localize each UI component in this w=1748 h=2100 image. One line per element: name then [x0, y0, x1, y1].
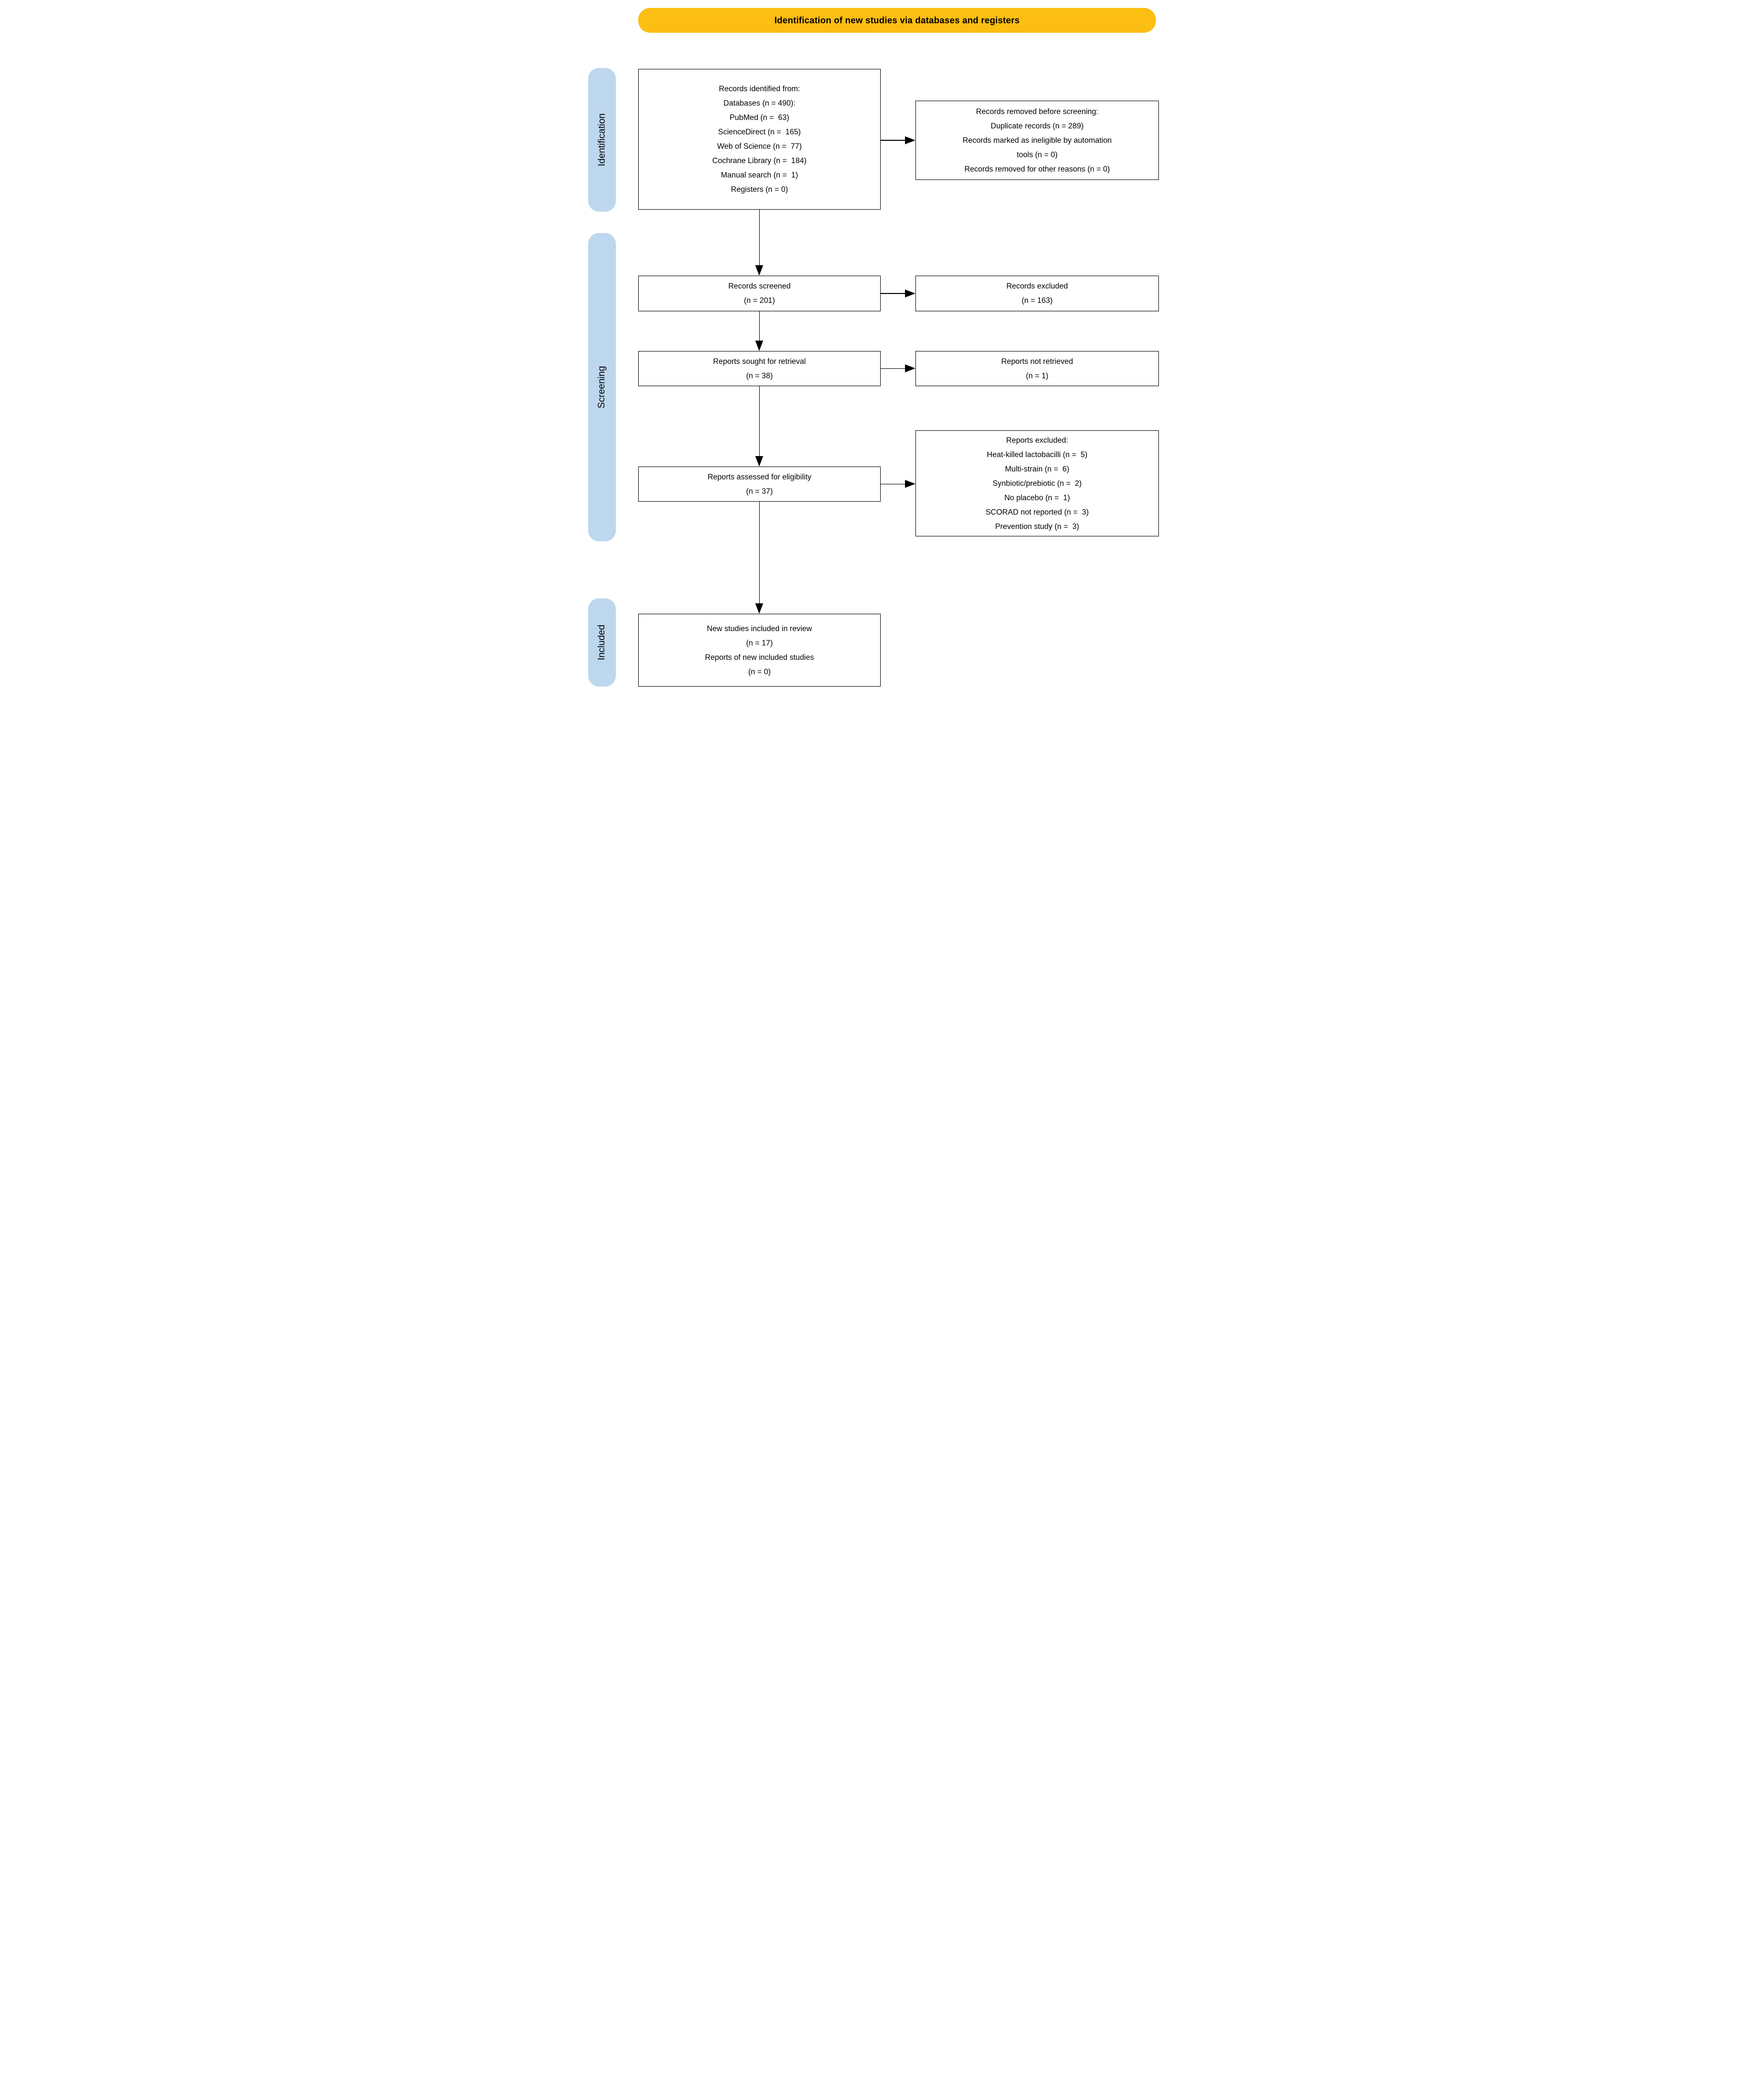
text-line: Records identified from: [719, 85, 800, 93]
text-line: Heat-killed lactobacilli (n = 5) [987, 450, 1087, 459]
arrow-sought-to-assessed-line [759, 386, 760, 457]
text-line: Databases (n = 490): [723, 99, 796, 108]
text-line: Records screened [728, 282, 791, 291]
text-line: tools (n = 0) [1017, 150, 1058, 159]
arrow-sought-to-not-retrieved-line [881, 368, 906, 369]
records-removed-box: Records removed before screening: Duplica… [915, 101, 1159, 180]
text-line: Prevention study (n = 3) [995, 522, 1080, 531]
text-line: (n = 201) [744, 296, 775, 305]
reports-excluded-box: Reports excluded: Heat-killed lactobacill… [915, 430, 1159, 536]
text-line: PubMed (n = 63) [729, 114, 789, 122]
text-line: SCORAD not reported (n = 3) [985, 508, 1089, 517]
stage-label-included: Included [597, 625, 607, 660]
text-line: (n = 0) [748, 667, 771, 676]
stage-pill-identification: Identification [588, 68, 616, 212]
text-line: Web of Science (n = 77) [717, 142, 802, 151]
arrow-sought-to-assessed-head [755, 456, 763, 467]
text-line: Records removed before screening: [976, 107, 1098, 116]
text-line: Manual search (n = 1) [721, 171, 798, 179]
stage-pill-included: Included [588, 598, 616, 687]
arrow-identified-to-screened-head [755, 265, 763, 276]
text-line: Reports excluded: [1006, 436, 1068, 445]
text-line: Duplicate records (n = 289) [990, 121, 1084, 130]
stage-label-identification: Identification [597, 113, 607, 167]
text-line: (n = 1) [1025, 371, 1049, 380]
arrow-assessed-to-reports-excluded-head [905, 480, 915, 488]
text-line: New studies included in review [707, 624, 812, 633]
stage-label-screening: Screening [597, 366, 607, 408]
text-line: ScienceDirect (n = 165) [718, 128, 801, 136]
arrow-assessed-to-included-line [759, 502, 760, 604]
records-identified-box: Records identified from: Databases (n = 4… [638, 69, 881, 210]
text-line: Records marked as ineligible by automati… [963, 136, 1112, 145]
arrow-identified-to-removed-head [905, 136, 915, 144]
arrow-assessed-to-reports-excluded-line [881, 483, 906, 485]
text-line: Reports sought for retrieval [713, 357, 806, 366]
records-excluded-box: Records excluded (n = 163) [915, 276, 1159, 311]
arrow-sought-to-not-retrieved-head [905, 364, 915, 372]
text-line: Records excluded [1006, 282, 1068, 291]
text-line: (n = 38) [746, 371, 773, 380]
text-line: Multi-strain (n = 6) [1005, 465, 1070, 473]
text-line: (n = 163) [1022, 296, 1053, 305]
text-line: Records removed for other reasons (n = 0… [964, 165, 1110, 174]
text-line: Cochrane Library (n = 184) [712, 157, 807, 165]
arrow-identified-to-screened-line [759, 210, 760, 266]
text-line: (n = 17) [746, 639, 773, 647]
text-line: Registers (n = 0) [730, 185, 788, 194]
text-line: (n = 37) [746, 487, 773, 496]
prisma-flow-diagram: Identification of new studies via databa… [583, 0, 1165, 700]
text-line: Reports of new included studies [705, 653, 814, 662]
text-line: Reports not retrieved [1001, 357, 1073, 366]
text-line: Synbiotic/prebiotic (n = 2) [992, 479, 1082, 488]
arrow-screened-to-excluded-line [881, 293, 906, 294]
banner-identification-of-new-studies: Identification of new studies via databa… [638, 8, 1156, 33]
arrow-screened-to-sought-head [755, 341, 763, 351]
stage-pill-screening: Screening [588, 233, 616, 541]
records-screened-box: Records screened (n = 201) [638, 276, 881, 311]
arrow-assessed-to-included-head [755, 603, 763, 614]
reports-sought-box: Reports sought for retrieval (n = 38) [638, 351, 881, 386]
arrow-screened-to-excluded-head [905, 289, 915, 297]
text-line: Reports assessed for eligibility [707, 472, 812, 481]
arrow-identified-to-removed-line [881, 140, 906, 141]
text-line: No placebo (n = 1) [1004, 493, 1070, 502]
arrow-screened-to-sought-line [759, 311, 760, 341]
reports-assessed-box: Reports assessed for eligibility (n = 37) [638, 467, 881, 502]
new-studies-included-box: New studies included in review (n = 17) Re… [638, 614, 881, 687]
banner-label: Identification of new studies via databa… [774, 15, 1020, 25]
reports-not-retrieved-box: Reports not retrieved (n = 1) [915, 351, 1159, 386]
